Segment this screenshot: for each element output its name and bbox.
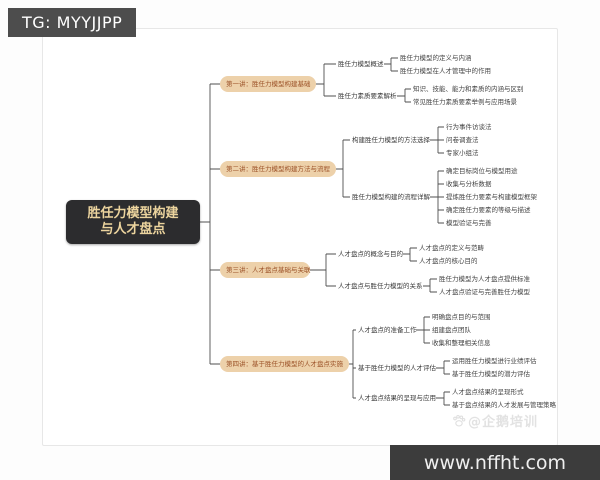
- leaf-node[interactable]: 胜任力模型的定义与内涵: [400, 54, 472, 62]
- leaf-node[interactable]: 确定胜任力要素的等级与描述: [446, 206, 531, 214]
- qq-training-watermark-text: @企鹅培训: [468, 415, 539, 430]
- root-node[interactable]: 胜任力模型构建 与人才盘点: [66, 200, 200, 244]
- tg-watermark-badge: TG: MYYJJPP: [8, 8, 137, 37]
- leaf-node[interactable]: 胜任力模型为人才盘点提供标准: [439, 275, 530, 283]
- leaf-node[interactable]: 人才盘点的定义与范畴: [419, 244, 484, 252]
- branch-node-lecture1[interactable]: 第一讲：胜任力模型构建基础: [220, 76, 316, 92]
- root-node-line2: 与人才盘点: [100, 222, 166, 237]
- leaf-node[interactable]: 基于盘点结果的人才发展与管理策略: [452, 401, 556, 409]
- leaf-node[interactable]: 行为事件访谈法: [446, 123, 492, 131]
- leaf-node[interactable]: 专家小组法: [446, 149, 479, 157]
- subtopic-node[interactable]: 人才盘点的概念与目的: [338, 250, 403, 258]
- subtopic-node[interactable]: 胜任力模型概述: [338, 60, 384, 68]
- paw-print-icon: [453, 414, 466, 426]
- leaf-node[interactable]: 知识、技能、能力和素质的内涵与区别: [413, 85, 524, 93]
- leaf-node[interactable]: 问卷调查法: [446, 136, 479, 144]
- leaf-node[interactable]: 人才盘点验证与完善胜任力模型: [439, 288, 530, 296]
- leaf-node[interactable]: 收集和整理相关信息: [432, 339, 491, 347]
- site-url-text: www.nffht.com: [423, 451, 567, 474]
- branch-node-lecture2[interactable]: 第二讲：胜任力模型构建方法与流程: [220, 161, 336, 177]
- leaf-node[interactable]: 运用胜任力模型进行业绩评估: [452, 357, 537, 365]
- subtopic-node[interactable]: 胜任力模型构建的流程详解: [352, 193, 430, 201]
- subtopic-node[interactable]: 构建胜任力模型的方法选择: [352, 136, 430, 144]
- leaf-node[interactable]: 提炼胜任力要素与构建模型框架: [446, 193, 537, 201]
- leaf-node[interactable]: 确定目标岗位与模型用途: [446, 167, 518, 175]
- qq-training-watermark: @企鹅培训: [452, 411, 538, 430]
- subtopic-node[interactable]: 人才盘点与胜任力模型的关系: [338, 282, 423, 290]
- leaf-node[interactable]: 人才盘点结果的呈现形式: [452, 388, 524, 396]
- leaf-node[interactable]: 组建盘点团队: [432, 326, 471, 334]
- leaf-node[interactable]: 胜任力模型在人才管理中的作用: [400, 67, 491, 75]
- branch-node-lecture4[interactable]: 第四讲：基于胜任力模型的人才盘点实施: [220, 356, 349, 372]
- branch-node-lecture3[interactable]: 第三讲：人才盘点基础与关联: [220, 262, 311, 278]
- leaf-node[interactable]: 模型验证与完善: [446, 219, 492, 227]
- subtopic-node[interactable]: 人才盘点结果的呈现与应用: [358, 394, 436, 402]
- subtopic-node[interactable]: 胜任力素质要素解析: [338, 92, 397, 100]
- leaf-node[interactable]: 人才盘点的核心目的: [419, 257, 478, 265]
- leaf-node[interactable]: 常见胜任力素质要素举例与应用场景: [413, 98, 517, 106]
- leaf-node[interactable]: 明确盘点目的与范围: [432, 313, 491, 321]
- subtopic-node[interactable]: 基于胜任力模型的人才评估: [358, 364, 436, 372]
- leaf-node[interactable]: 收集与分析数据: [446, 180, 492, 188]
- leaf-node[interactable]: 基于胜任力模型的潜力评估: [452, 370, 530, 378]
- subtopic-node[interactable]: 人才盘点的准备工作: [358, 326, 417, 334]
- root-node-line1: 胜任力模型构建: [87, 206, 179, 221]
- site-url-watermark-bar: www.nffht.com: [390, 445, 600, 480]
